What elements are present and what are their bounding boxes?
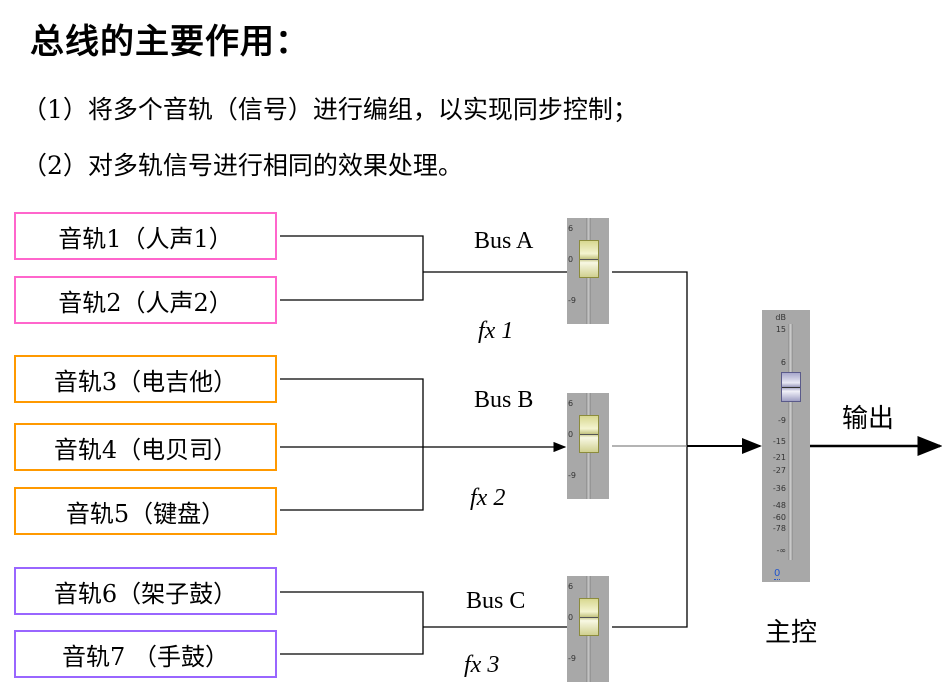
tick: 0 — [568, 255, 574, 264]
bus-a-label: Bus A — [474, 228, 534, 254]
tick: -60 — [772, 513, 786, 522]
track-1: 音轨1（人声1） — [14, 212, 277, 260]
tick: -78 — [772, 524, 786, 533]
fx-1-label: fx 1 — [478, 318, 514, 344]
bus-b-label: Bus B — [474, 387, 534, 413]
track-5: 音轨5（键盘） — [14, 487, 277, 535]
tick: -36 — [772, 484, 786, 493]
track-3: 音轨3（电吉他） — [14, 355, 277, 403]
track-7: 音轨7 （手鼓） — [14, 630, 277, 678]
fader-knob[interactable] — [579, 415, 599, 453]
tick: -9 — [778, 416, 786, 425]
track-2: 音轨2（人声2） — [14, 276, 277, 324]
track-4: 音轨4（电贝司） — [14, 423, 277, 471]
tick: -15 — [772, 437, 786, 446]
bus-c-label: Bus C — [466, 588, 526, 614]
tick: 6 — [568, 582, 574, 591]
wire-track1 — [280, 235, 424, 301]
tick: 6 — [568, 224, 574, 233]
tick: -21 — [772, 453, 786, 462]
fader-knob[interactable] — [579, 598, 599, 636]
tick: -9 — [568, 654, 576, 663]
tick: -9 — [568, 471, 576, 480]
track-6: 音轨6（架子鼓） — [14, 567, 277, 615]
point-2: （2）对多轨信号进行相同的效果处理。 — [22, 151, 463, 180]
bus-c-fader[interactable]: 6 0 -9 — [567, 576, 609, 682]
tick: 15 — [775, 325, 786, 334]
wire-track6 — [280, 591, 424, 655]
wire-bus-sum — [612, 271, 688, 628]
unit-label: dB — [775, 313, 786, 322]
tick: 6 — [780, 358, 786, 367]
bus-b-fader[interactable]: 6 0 -9 — [567, 393, 609, 499]
fader-rail — [788, 324, 793, 560]
tick: -9 — [568, 296, 576, 305]
master-fader[interactable]: dB 15 6 0 -9 -15 -21 -27 -36 -48 -60 -78… — [762, 310, 810, 582]
fx-2-label: fx 2 — [470, 485, 506, 511]
master-label: 主控 — [765, 618, 818, 648]
tick: -48 — [772, 501, 786, 510]
wire-track3 — [280, 378, 424, 511]
tick: 0 — [568, 613, 574, 622]
master-value[interactable]: 0 — [774, 568, 781, 580]
fader-knob[interactable] — [781, 372, 801, 402]
bus-a-fader[interactable]: 6 0 -9 — [567, 218, 609, 324]
tick: -∞ — [776, 546, 786, 555]
tick: -27 — [772, 466, 786, 475]
fx-3-label: fx 3 — [464, 652, 500, 678]
tick: 0 — [568, 430, 574, 439]
output-label: 输出 — [842, 404, 895, 434]
page-title: 总线的主要作用： — [30, 22, 310, 62]
point-1: （1）将多个音轨（信号）进行编组，以实现同步控制； — [22, 95, 638, 124]
fader-knob[interactable] — [579, 240, 599, 278]
tick: 6 — [568, 399, 574, 408]
